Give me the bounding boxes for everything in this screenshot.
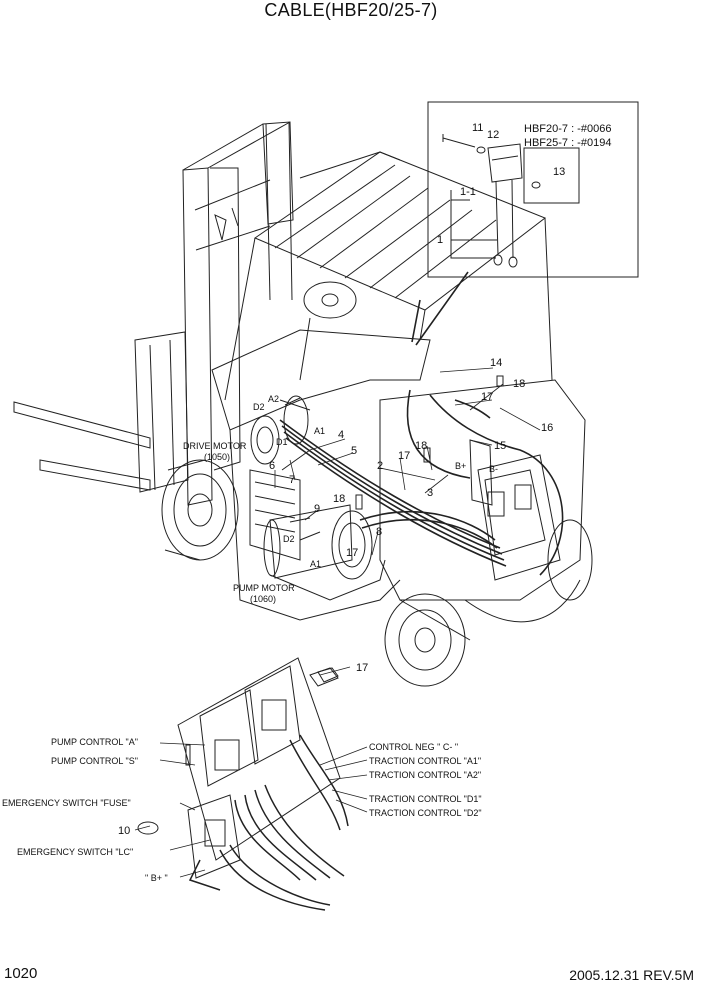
callout-18: 18: [333, 493, 345, 505]
emergency-fuse-label: EMERGENCY SWITCH "FUSE": [2, 798, 131, 808]
callout-5: 5: [351, 445, 357, 457]
callout-18: 18: [513, 378, 525, 390]
controller-detail: [177, 657, 341, 879]
emergency-lc-label: EMERGENCY SWITCH "LC": [17, 847, 133, 857]
page-number: 1020: [4, 965, 38, 982]
pump-motor-label: PUMP MOTOR: [233, 583, 295, 593]
traction-d2-label: TRACTION CONTROL "D2": [369, 808, 482, 818]
callout-16: 16: [541, 422, 553, 434]
callout-2: 2: [377, 460, 383, 472]
terminal-b-minus: B-: [489, 464, 498, 474]
traction-d1-label: TRACTION CONTROL "D1": [369, 794, 482, 804]
callout-13: 13: [553, 166, 565, 178]
page-title: CABLE(HBF20/25-7): [264, 0, 438, 20]
terminal-d2: D2: [253, 402, 265, 412]
b-plus-label: " B+ ": [145, 873, 168, 883]
truck-controller: [469, 439, 561, 581]
main-labels: DRIVE MOTOR (1050) PUMP MOTOR (1060) A2 …: [183, 394, 498, 604]
callout-15: 15: [494, 440, 506, 452]
callout-17: 17: [481, 391, 493, 403]
inset-frame: [427, 101, 639, 278]
callout-8: 8: [376, 526, 382, 538]
callout-7: 7: [289, 474, 295, 486]
callout-18: 18: [415, 440, 427, 452]
traction-a1-label: TRACTION CONTROL "A1": [369, 756, 481, 766]
serial-line-2: HBF25-7 : -#0194: [524, 137, 611, 149]
callout-3: 3: [427, 487, 433, 499]
main-cables: [279, 271, 564, 576]
forklift-drawing: [13, 121, 593, 687]
inset-connector: [442, 134, 580, 268]
callout-17: 17: [398, 450, 410, 462]
leader-lines: [134, 367, 541, 878]
serial-line-1: HBF20-7 : -#0066: [524, 123, 611, 135]
pump-control-a-label: PUMP CONTROL "A": [51, 737, 138, 747]
pump-control-s-label: PUMP CONTROL "S": [51, 756, 138, 766]
callout-11: 11: [472, 122, 483, 134]
control-neg-label: CONTROL NEG " C- ": [369, 742, 458, 752]
drive-motor-label: DRIVE MOTOR: [183, 441, 247, 451]
pump-terminal-a1: A1: [310, 559, 321, 569]
callout-14: 14: [490, 357, 502, 369]
terminal-a2: A2: [268, 394, 279, 404]
callout-12: 12: [487, 129, 499, 141]
callout-9: 9: [314, 503, 320, 515]
callout-numbers: 14 18 17 16 15 18 17 4 5 2 3 6 7 18 9 8 …: [118, 357, 553, 837]
inset-labels: HBF20-7 : -#0066 HBF25-7 : -#0194 11 12 …: [437, 122, 611, 246]
pump-motor: [263, 504, 386, 601]
bolt-icon: [137, 375, 504, 835]
callout-17: 17: [346, 547, 358, 559]
revision-date: 2005.12.31 REV.5M: [569, 967, 694, 983]
controller-labels: PUMP CONTROL "A" PUMP CONTROL "S" EMERGE…: [2, 737, 482, 883]
controller-cables: [188, 734, 349, 911]
drive-motor-ref: (1050): [204, 452, 230, 462]
callout-10: 10: [118, 825, 130, 837]
callout-1-1: 1-1: [460, 186, 476, 198]
terminal-b-plus: B+: [455, 461, 466, 471]
drive-motor: [250, 395, 311, 471]
terminal-a1: A1: [314, 426, 325, 436]
callout-1: 1: [437, 234, 443, 246]
pump-terminal-d2: D2: [283, 534, 295, 544]
callout-6: 6: [269, 460, 275, 472]
callout-4: 4: [338, 429, 344, 441]
pump-motor-ref: (1060): [250, 594, 276, 604]
callout-17: 17: [356, 662, 368, 674]
traction-a2-label: TRACTION CONTROL "A2": [369, 770, 481, 780]
terminal-d1: D1: [276, 437, 288, 447]
